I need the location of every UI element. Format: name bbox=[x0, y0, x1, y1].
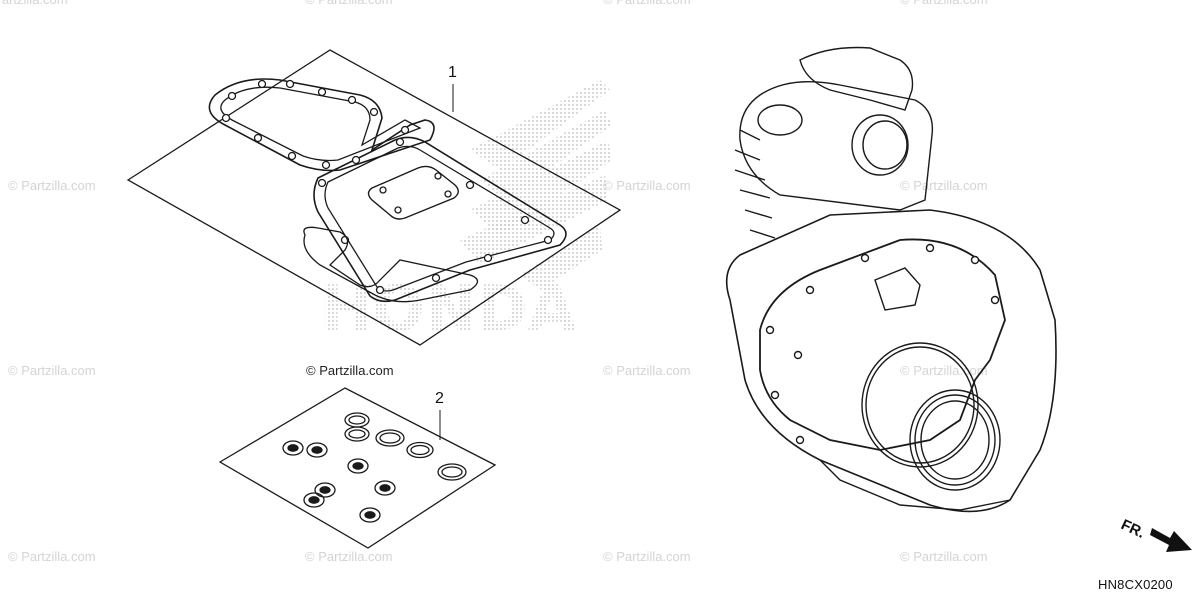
cover-gasket-inner bbox=[220, 86, 422, 162]
watermark-text: © Partzilla.com bbox=[305, 0, 393, 7]
cover-gasket bbox=[208, 78, 435, 172]
watermark-text: © Partzilla.com bbox=[8, 178, 96, 193]
watermark-text: © Partzilla.com bbox=[603, 178, 691, 193]
watermark-text: © Partzilla.com bbox=[603, 549, 691, 564]
kit-sheet-2 bbox=[218, 387, 497, 549]
watermark-text-center: © Partzilla.com bbox=[306, 363, 394, 378]
lower-gasket bbox=[303, 226, 479, 303]
large-o-ring bbox=[861, 342, 979, 468]
o-rings bbox=[344, 412, 467, 481]
small-seals bbox=[282, 440, 396, 523]
cylinder-head bbox=[799, 46, 914, 111]
cylinder-body bbox=[739, 81, 934, 211]
honda-text-logo: HONDA bbox=[320, 272, 576, 345]
small-gasket bbox=[367, 165, 459, 220]
cylinder-fins bbox=[734, 129, 776, 239]
crankcase-gasket-inner bbox=[324, 145, 555, 292]
crankcase-gasket bbox=[313, 136, 567, 303]
front-direction-arrow: FR. bbox=[1118, 516, 1192, 552]
seal-kit-2[interactable] bbox=[218, 387, 497, 549]
honda-wing-logo bbox=[460, 80, 612, 290]
honda-text: HONDA bbox=[320, 272, 576, 345]
callout-2: 2 bbox=[435, 390, 444, 407]
direction-label: FR. bbox=[1118, 516, 1147, 542]
watermark-text: © Partzilla.com bbox=[8, 549, 96, 564]
crankcase-gasket-line bbox=[759, 238, 1006, 451]
watermark-text: © Partzilla.com bbox=[0, 0, 68, 7]
crankcase-bolts bbox=[765, 243, 1000, 445]
watermark-text: © Partzilla.com bbox=[8, 363, 96, 378]
diagram-code: HN8CX0200 bbox=[1098, 577, 1173, 592]
inner-o-ring bbox=[909, 389, 1001, 491]
crankcase-outer bbox=[725, 209, 1057, 513]
watermark-text: © Partzilla.com bbox=[305, 549, 393, 564]
engine-assembly bbox=[725, 46, 1057, 513]
valve-cap-left bbox=[757, 104, 803, 136]
valve-cap-right bbox=[851, 114, 909, 176]
watermark-text: © Partzilla.com bbox=[900, 0, 988, 7]
kit-sheet bbox=[126, 49, 622, 346]
watermark-text: © Partzilla.com bbox=[603, 363, 691, 378]
watermark-text: © Partzilla.com bbox=[603, 0, 691, 7]
small-cover-gasket bbox=[874, 267, 921, 311]
watermark-text: © Partzilla.com bbox=[900, 178, 988, 193]
callout-1: 1 bbox=[448, 64, 457, 81]
arrow-icon bbox=[1150, 528, 1192, 552]
watermark-text: © Partzilla.com bbox=[900, 549, 988, 564]
gasket-kit-1[interactable] bbox=[126, 49, 622, 346]
